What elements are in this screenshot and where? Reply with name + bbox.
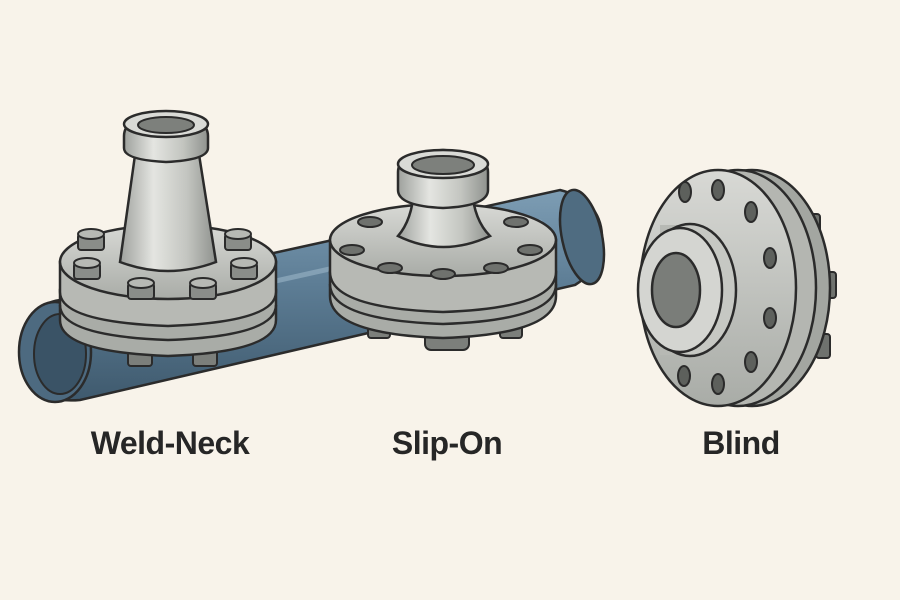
bolt-holes	[339, 216, 543, 280]
blind-label: Blind	[702, 425, 780, 461]
bolt-holes	[677, 179, 777, 395]
blind-flange	[636, 168, 837, 408]
slip-on-label: Slip-On	[391, 425, 503, 461]
weld-neck-flange	[58, 109, 278, 367]
top-bolts	[73, 228, 258, 300]
slip-on-flange	[328, 148, 558, 351]
weld-neck-label: Weld-Neck	[90, 425, 250, 461]
